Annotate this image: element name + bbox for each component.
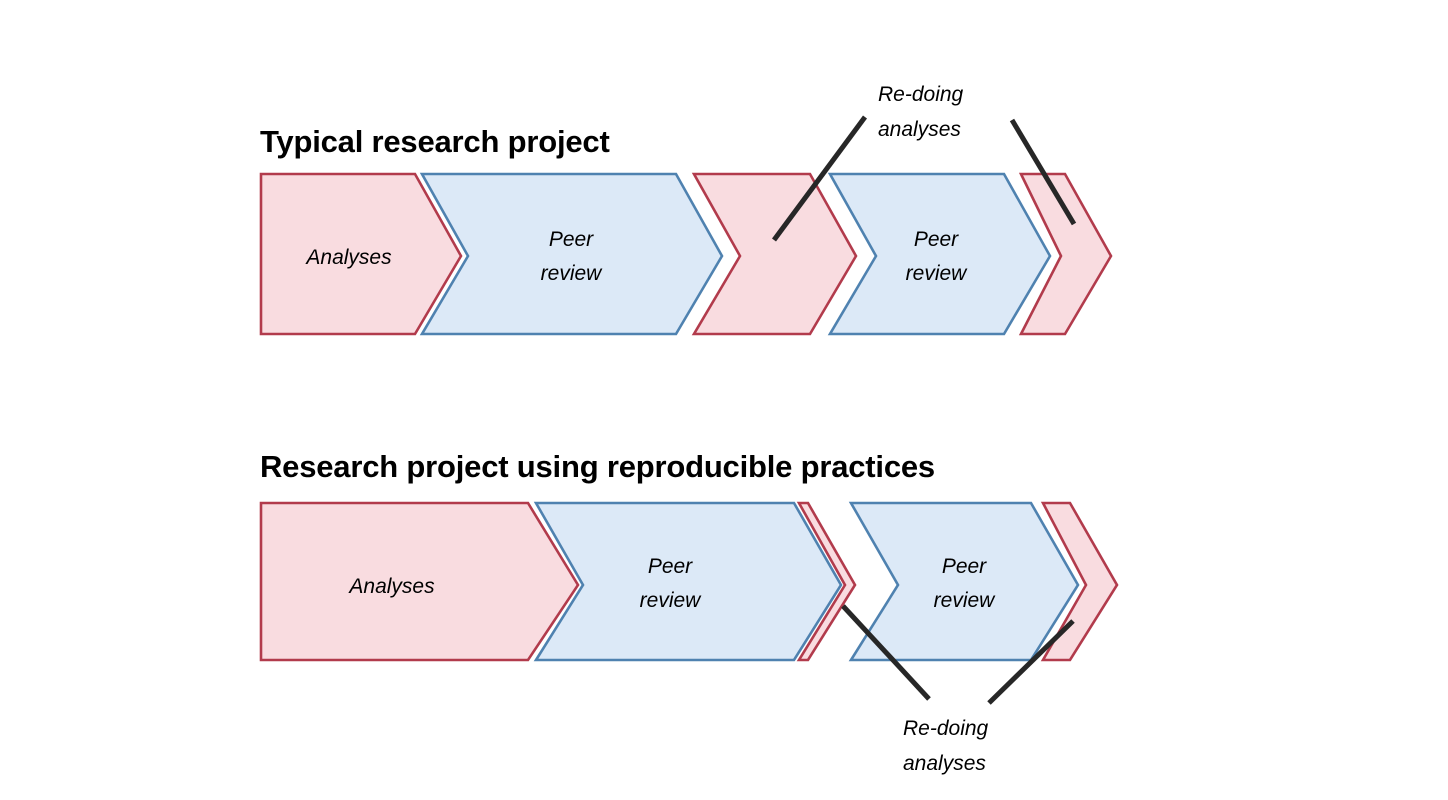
chevron-label-analyses-typical: Analyses bbox=[304, 246, 392, 269]
chevron-redoing-reproducible-1 bbox=[796, 501, 857, 662]
chevron-label-review-reproducible-1-line2: review bbox=[640, 589, 703, 612]
chevron-redoing-typical-1 bbox=[691, 172, 858, 336]
section-title-reproducible: Research project using reproducible prac… bbox=[260, 449, 935, 484]
row-reproducible-chevrons: Analyses Peer review Peer review bbox=[259, 501, 1119, 662]
callout-reproducible: Re-doing analyses bbox=[841, 604, 1075, 775]
callout-typical-line1: Re-doing bbox=[878, 83, 964, 106]
section-title-typical: Typical research project bbox=[260, 124, 610, 159]
chevron-peer-review-typical-1 bbox=[419, 172, 724, 336]
callout-reproducible-line1: Re-doing bbox=[903, 717, 989, 740]
chevron-analyses-typical bbox=[259, 172, 463, 336]
chevron-redoing-typical-2 bbox=[1018, 172, 1113, 336]
chevron-analyses-reproducible bbox=[259, 501, 580, 662]
callout-reproducible-line2: analyses bbox=[903, 752, 986, 775]
callout-typical-line2: analyses bbox=[878, 118, 961, 141]
chevron-label-peer-reproducible-1-line1: Peer bbox=[648, 555, 693, 578]
callout-leader-reproducible-right bbox=[987, 619, 1075, 705]
chevron-redoing-reproducible-2 bbox=[1040, 501, 1119, 662]
chevron-label-peer-typical-2-line1: Peer bbox=[914, 228, 959, 251]
chevron-label-peer-typical-1-line1: Peer bbox=[549, 228, 594, 251]
callout-leader-reproducible-left bbox=[841, 604, 931, 701]
chevron-label-review-typical-1-line2: review bbox=[541, 262, 604, 285]
chevron-peer-review-typical-2 bbox=[827, 172, 1052, 336]
chevron-label-review-typical-2-line2: review bbox=[906, 262, 969, 285]
chevron-label-review-reproducible-2-line2: review bbox=[934, 589, 997, 612]
callout-leader-typical-left bbox=[771, 115, 868, 242]
callout-leader-typical-right bbox=[1009, 118, 1077, 226]
chevron-label-peer-reproducible-2-line1: Peer bbox=[942, 555, 987, 578]
row-typical-chevrons: Analyses Peer review Peer review bbox=[259, 172, 1113, 336]
callout-typical: Re-doing analyses bbox=[771, 83, 1077, 242]
chevron-peer-review-reproducible-1 bbox=[533, 501, 843, 662]
chevron-label-analyses-reproducible: Analyses bbox=[347, 575, 435, 598]
chevron-peer-review-reproducible-2 bbox=[848, 501, 1080, 662]
